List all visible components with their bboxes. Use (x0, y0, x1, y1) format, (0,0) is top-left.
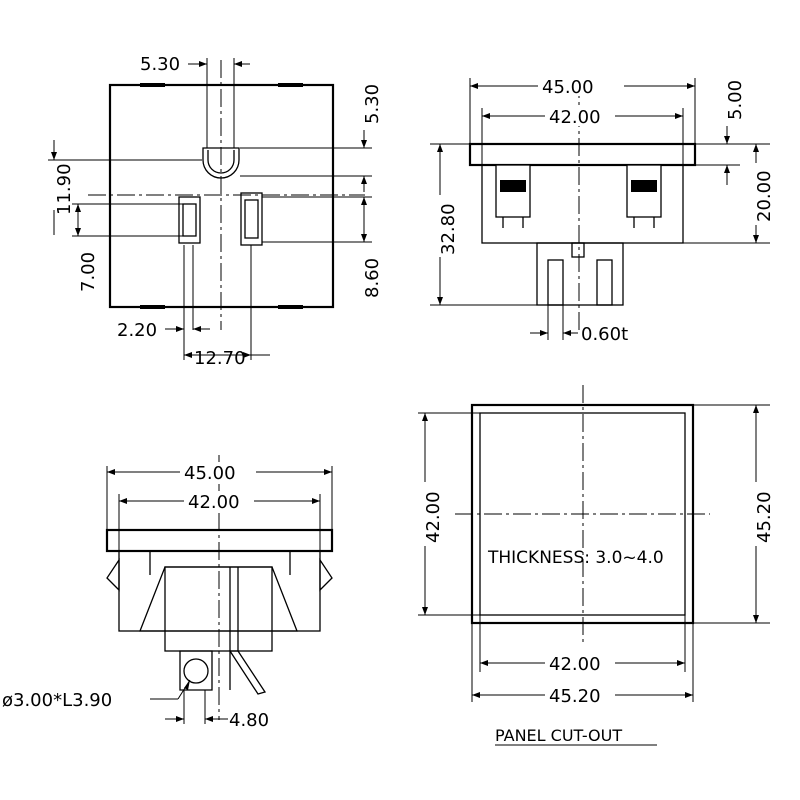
left-clip (495, 164, 531, 228)
arrowhead (361, 140, 367, 148)
arrowhead (437, 144, 443, 152)
bottom-view: 45.00 42.00 ø3.00*L3.90 4.80 (2, 455, 334, 731)
label-bg (415, 482, 435, 546)
dim-label-2.20: 2.20 (117, 320, 157, 341)
dim-label-42.00-side: 42.00 (549, 107, 601, 128)
dim-label-5.30-side: 5.30 (362, 84, 383, 124)
label-bg (545, 653, 615, 673)
dim-label-8.60: 8.60 (362, 258, 383, 298)
label-bg (746, 482, 766, 546)
arrowhead (312, 498, 320, 504)
panel-cutout-caption: PANEL CUT-OUT (495, 726, 622, 745)
neutral-slot-inner (182, 203, 197, 237)
arrowhead (324, 469, 332, 475)
arrowhead (482, 113, 490, 119)
arrowhead (753, 405, 759, 413)
side-flange (468, 142, 697, 167)
arrowhead (480, 660, 488, 666)
arrowhead (753, 615, 759, 623)
dim-label-42.00-bottom: 42.00 (188, 492, 240, 513)
dim-label-32.80: 32.80 (438, 203, 459, 255)
arrowhead (184, 680, 190, 690)
arrowhead (361, 234, 367, 242)
ground-terminal (179, 650, 213, 691)
arrowhead (563, 330, 571, 336)
right-clip (626, 164, 662, 228)
dim-label-4.80: 4.80 (229, 710, 269, 731)
arrowhead (75, 204, 81, 212)
dim-label-20.00: 20.00 (754, 170, 775, 222)
bent-pin (228, 650, 267, 695)
arrowhead (243, 352, 251, 358)
dim-label-42.00-cutout-bottom: 42.00 (549, 654, 601, 675)
arrowhead (753, 235, 759, 243)
arrowhead (234, 61, 242, 67)
dim-label-45.20-cutout-bottom: 45.20 (549, 686, 601, 707)
arrowhead (675, 113, 683, 119)
arrowhead (422, 607, 428, 615)
side-pin (596, 259, 613, 306)
dim-label-12.70: 12.70 (194, 348, 246, 369)
side-view: 45.00 42.00 5.00 20.00 32.80 0.60t (430, 76, 775, 345)
arrowhead (437, 297, 443, 305)
arrowhead (422, 413, 428, 421)
arrowhead (677, 660, 685, 666)
arrowhead (687, 83, 695, 89)
live-slot (240, 192, 263, 246)
label-bg (746, 163, 766, 225)
dim-label-45.00-bottom: 45.00 (184, 463, 236, 484)
thickness-note: THICKNESS: 3.0~4.0 (487, 548, 664, 568)
dim-label-45.00-side: 45.00 (542, 77, 594, 98)
left-latch (106, 557, 120, 592)
label-bg (538, 76, 624, 96)
arrowhead (724, 165, 730, 173)
neutral-slot (178, 196, 201, 244)
arrowhead (685, 692, 693, 698)
arrowhead (193, 326, 201, 332)
arrowhead (753, 144, 759, 152)
terminal-hole (183, 658, 209, 684)
label-bg (180, 462, 256, 482)
side-pin-block (536, 242, 624, 306)
dim-label-5.30-top: 5.30 (140, 54, 180, 75)
live-slot-inner (244, 199, 259, 239)
dim-label-11.90: 11.90 (54, 163, 75, 215)
label-bg (545, 106, 615, 126)
label-bg (184, 491, 254, 511)
side-pin-center (571, 242, 585, 258)
dim-label-45.20-cutout-right: 45.20 (754, 491, 775, 543)
arrowhead (176, 716, 184, 722)
front-view: 5.30 5.30 11.90 7.00 8.60 2.20 12.7 (48, 54, 383, 369)
panel-cutout-view: 42.00 45.20 42.00 45.20 THICKNESS: 3.0~4… (415, 385, 775, 746)
arrowhead (540, 330, 548, 336)
label-bg (545, 685, 615, 705)
arrowhead (107, 469, 115, 475)
arrowhead (361, 197, 367, 205)
arrowhead (470, 83, 478, 89)
dim-label-0.60t: 0.60t (581, 324, 628, 345)
dim-label-5.00: 5.00 (725, 80, 746, 120)
right-latch (319, 557, 333, 592)
side-pin (547, 259, 564, 306)
arrowhead (472, 692, 480, 698)
arrowhead (199, 61, 207, 67)
ground-hole (202, 147, 240, 179)
arrowhead (51, 152, 57, 160)
arrowhead (205, 716, 213, 722)
dim-label-42.00-cutout-left: 42.00 (423, 491, 444, 543)
arrowhead (361, 176, 367, 184)
arrowhead (75, 228, 81, 236)
arrowhead (184, 352, 192, 358)
arrowhead (119, 498, 127, 504)
arrowhead (724, 136, 730, 144)
dim-label-7.00: 7.00 (78, 252, 99, 292)
label-bg (430, 195, 450, 257)
arrowhead (176, 326, 184, 332)
hole-callout: ø3.00*L3.90 (2, 690, 112, 711)
ground-hole-inner (207, 150, 235, 174)
